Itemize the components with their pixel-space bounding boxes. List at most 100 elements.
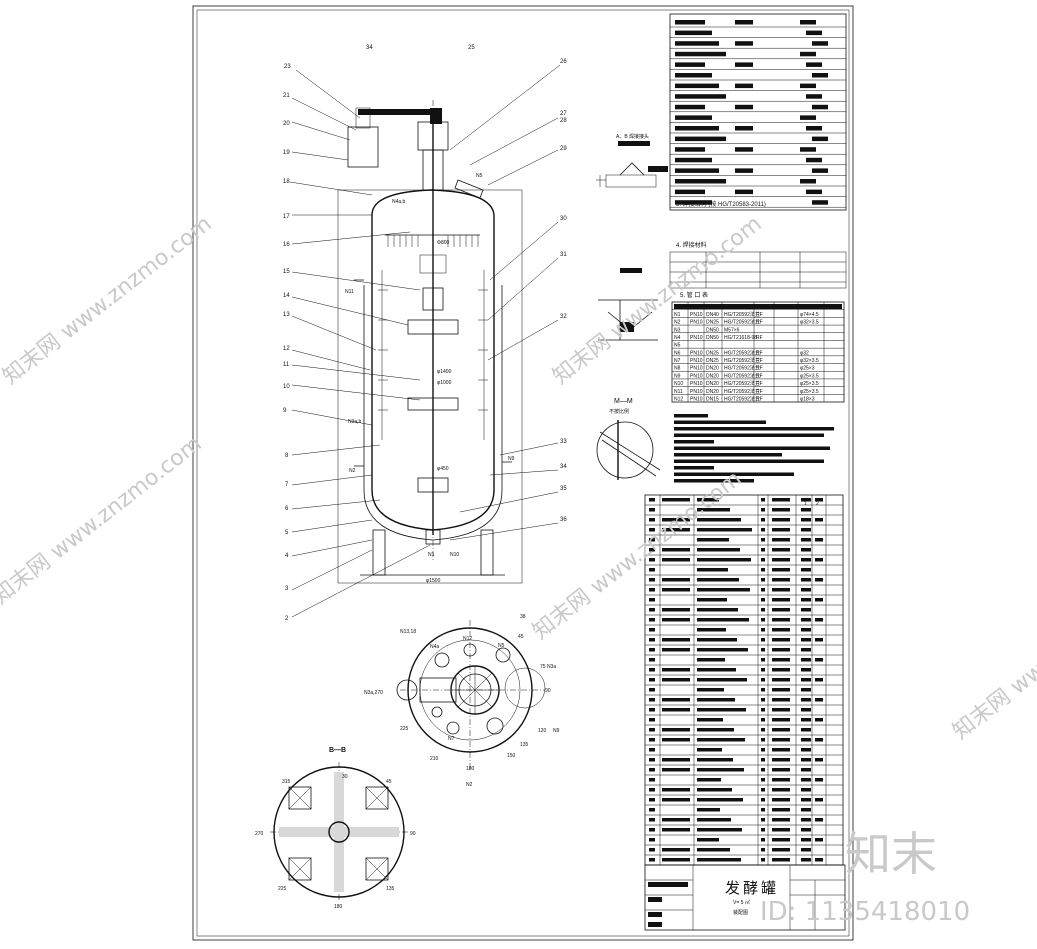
parts-col-1: 1 bbox=[804, 501, 807, 507]
parts-cell-redacted bbox=[801, 688, 811, 692]
parts-cell-redacted bbox=[761, 528, 765, 532]
motor bbox=[347, 126, 379, 168]
parts-cell-redacted bbox=[815, 798, 823, 802]
callout-28: 28 bbox=[560, 118, 567, 124]
parts-cell-redacted bbox=[761, 738, 765, 742]
nozzle-cell: HG/T20592法兰 bbox=[724, 365, 760, 372]
parts-cell-redacted bbox=[761, 678, 765, 682]
callout-22: 21 bbox=[283, 93, 290, 99]
parts-cell-redacted bbox=[649, 608, 655, 612]
parts-cell-redacted bbox=[697, 558, 751, 562]
nozzle-cell: DN20 bbox=[706, 373, 719, 379]
parts-cell-redacted bbox=[772, 738, 790, 742]
nozzle-cell: PN10 bbox=[690, 320, 703, 326]
drive-belt bbox=[358, 109, 442, 115]
nozzle-cell: RF bbox=[756, 320, 763, 326]
parts-cell-redacted bbox=[772, 768, 790, 772]
parts-cell-redacted bbox=[815, 738, 823, 742]
parts-cell-redacted bbox=[801, 498, 811, 502]
mm-circle bbox=[596, 421, 654, 479]
section-bb bbox=[270, 762, 410, 902]
nozzle-cell: φ32×3.5 bbox=[800, 358, 819, 364]
parts-cell-redacted bbox=[772, 548, 790, 552]
mm-title: M—M bbox=[614, 398, 633, 405]
callout-14: 13 bbox=[283, 312, 290, 318]
parts-cell-redacted bbox=[772, 558, 790, 562]
callout-21: 20 bbox=[283, 121, 290, 127]
plan-label-n4a: N4a bbox=[430, 644, 439, 650]
note-line-redacted bbox=[674, 472, 794, 476]
title-block: 发酵罐 V= 5 ㎡ 装配图 bbox=[644, 864, 846, 931]
parts-cell-redacted bbox=[649, 678, 655, 682]
parts-cell-redacted bbox=[697, 728, 734, 732]
weld-structure-title: 3. 焊接结构 (按 HG/T20583-2011) bbox=[676, 200, 766, 208]
callout-3: 2 bbox=[285, 616, 289, 622]
parts-cell-redacted bbox=[761, 858, 765, 862]
weld-detail-title: A、B 焊接接头 bbox=[616, 133, 649, 140]
parts-cell-redacted bbox=[649, 728, 655, 732]
parts-cell-redacted bbox=[649, 848, 655, 852]
parts-cell-redacted bbox=[697, 578, 739, 582]
callout-29: 29 bbox=[560, 146, 567, 152]
callout-36: 36 bbox=[560, 517, 567, 523]
nozzle-cell: φ32×3.5 bbox=[800, 320, 819, 326]
parts-cell-redacted bbox=[772, 828, 790, 832]
parts-cell-redacted bbox=[801, 618, 811, 622]
sheet-inner-border bbox=[196, 9, 850, 937]
nozzle-cell: N9 bbox=[674, 373, 681, 379]
callout-5: 4 bbox=[285, 553, 289, 559]
spec-row-redacted bbox=[812, 200, 828, 205]
parts-cell-redacted bbox=[815, 678, 823, 682]
parts-cell-redacted bbox=[815, 638, 823, 642]
parts-cell-redacted bbox=[815, 618, 823, 622]
parts-cell-redacted bbox=[662, 548, 690, 552]
parts-cell-redacted bbox=[649, 518, 655, 522]
nozzle-cell: HG/T20592法兰 bbox=[724, 357, 760, 364]
parts-cell-redacted bbox=[761, 848, 765, 852]
nozzle-cell: RF bbox=[756, 350, 763, 356]
watermark-logo: 知末 bbox=[845, 827, 937, 881]
nozzle-table-title: 5. 管 口 表 bbox=[680, 291, 708, 299]
spec-row-redacted bbox=[675, 51, 726, 57]
parts-cell-redacted bbox=[697, 668, 736, 672]
parts-cell-redacted bbox=[662, 668, 690, 672]
bb-label-45: 45 bbox=[386, 779, 392, 785]
parts-cell-redacted bbox=[772, 518, 790, 522]
parts-cell-redacted bbox=[815, 838, 823, 842]
parts-cell-redacted bbox=[815, 818, 823, 822]
callout-35: 35 bbox=[560, 486, 567, 492]
nozzle-cell: RF bbox=[756, 389, 763, 395]
plan-label-38: 38 bbox=[520, 614, 526, 620]
callouts-right bbox=[449, 64, 561, 541]
parts-cell-redacted bbox=[649, 668, 655, 672]
note-line-redacted bbox=[674, 446, 830, 450]
spec-row-redacted bbox=[806, 62, 822, 67]
parts-cell-redacted bbox=[649, 828, 655, 832]
parts-cell-redacted bbox=[761, 838, 765, 842]
nozzle-cell: φ74×4.5 bbox=[800, 312, 819, 318]
nozzle-cell: N12 bbox=[674, 397, 683, 403]
bb-label-225: 225 bbox=[278, 886, 287, 892]
parts-cell-redacted bbox=[649, 598, 655, 602]
label-n11: N11 bbox=[345, 289, 354, 295]
nozzle-cell: PN10 bbox=[690, 350, 703, 356]
parts-cell-redacted bbox=[697, 548, 740, 552]
callout-16: 15 bbox=[283, 269, 290, 275]
note-line-redacted bbox=[674, 479, 754, 483]
parts-cell-redacted bbox=[649, 508, 655, 512]
parts-cell-redacted bbox=[649, 528, 655, 532]
nozzle-cell: PN10 bbox=[690, 358, 703, 364]
parts-cell-redacted bbox=[697, 608, 738, 612]
parts-cell-redacted bbox=[697, 808, 720, 812]
parts-cell-redacted bbox=[697, 738, 745, 742]
parts-cell-redacted bbox=[801, 608, 811, 612]
spec-row-redacted bbox=[675, 30, 712, 36]
parts-cell-redacted bbox=[697, 678, 747, 682]
parts-cell-redacted bbox=[801, 568, 811, 572]
parts-cell-redacted bbox=[649, 648, 655, 652]
parts-cell-redacted bbox=[761, 768, 765, 772]
note-line-redacted bbox=[674, 420, 766, 424]
parts-cell-redacted bbox=[801, 648, 811, 652]
parts-cell-redacted bbox=[761, 688, 765, 692]
parts-cell-redacted bbox=[772, 538, 790, 542]
